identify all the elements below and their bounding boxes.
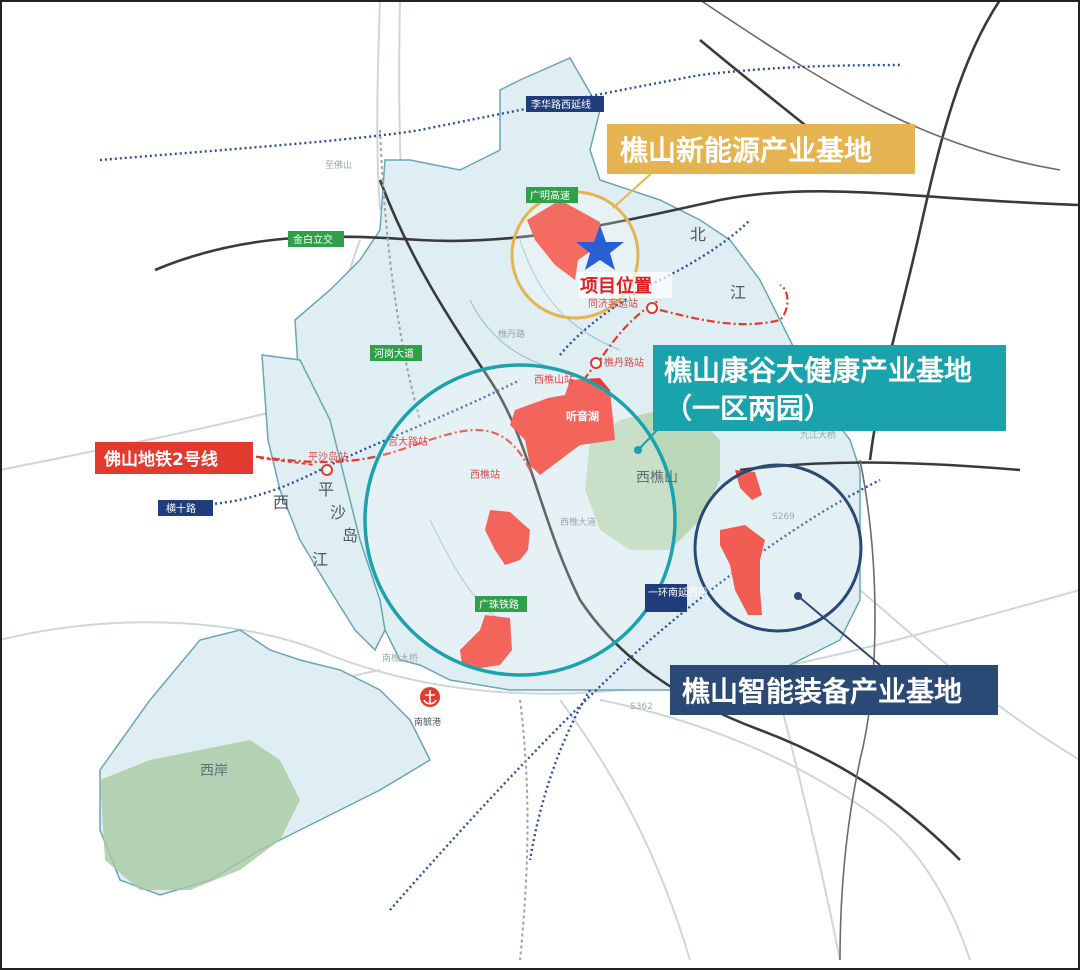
road-label-nanqiao: 南樵大桥 [382, 652, 418, 664]
station-gongda: 宫大路站 [388, 435, 428, 448]
callout-leaders [259, 169, 881, 666]
project-label: 项目位置 [580, 275, 652, 297]
road-label-foshan: 至佛山 [325, 159, 352, 171]
port-label: 南毓港 [414, 716, 441, 728]
place-xi: 西 [273, 493, 289, 512]
place-xiqiaoshan: 西樵山 [636, 470, 678, 486]
anchor-icon[interactable] [420, 687, 440, 707]
badge-guangzhu[interactable]: 广珠铁路 [475, 596, 527, 612]
west-bank-green [100, 740, 300, 890]
place-dao: 岛 [342, 526, 358, 545]
badge-lihua[interactable]: 李华路西延线 [526, 96, 604, 112]
station-xiqiao: 西樵站 [470, 468, 500, 481]
gray-rail [379, 129, 529, 961]
svg-text:佛山地铁2号线: 佛山地铁2号线 [103, 449, 218, 470]
metro-line-2 [239, 284, 789, 473]
project-label-bg [578, 272, 672, 298]
callout-health[interactable]: 樵山康谷大健康产业基地 （一区两园） [653, 345, 1006, 431]
svg-text:一环南延西段: 一环南延西段 [648, 586, 708, 599]
metro-stations [321, 302, 658, 476]
pingsha-island [261, 354, 386, 652]
place-sha: 沙 [330, 503, 346, 522]
xiqiaoshan-green [585, 410, 720, 550]
badge-jinbai[interactable]: 金白立交 [288, 231, 344, 247]
road-label-s269: S269 [772, 512, 795, 522]
place-ping: 平 [318, 480, 334, 499]
badge-yihuan[interactable]: 一环南延西段 [645, 584, 708, 612]
callout-equipment[interactable]: 樵山智能装备产业基地 [670, 665, 998, 715]
road-label-jiujiang: 九江大桥 [800, 429, 836, 441]
svg-text:樵山智能装备产业基地: 樵山智能装备产业基地 [682, 675, 962, 708]
svg-text:（一区两园）: （一区两园） [664, 392, 832, 425]
svg-text:河岗大道: 河岗大道 [374, 347, 414, 360]
place-xian: 西岸 [200, 763, 228, 779]
project-star-icon[interactable] [576, 225, 624, 270]
svg-text:广珠铁路: 广珠铁路 [479, 598, 519, 611]
badge-guangming[interactable]: 广明高速 [526, 187, 578, 203]
badge-hegang[interactable]: 河岗大道 [370, 345, 422, 361]
svg-text:金白立交: 金白立交 [293, 233, 333, 246]
place-jiang-north: 江 [730, 283, 746, 302]
svg-text:樵山康谷大健康产业基地: 樵山康谷大健康产业基地 [664, 354, 972, 387]
station-xiqiaoshan: 西樵山站 [534, 373, 574, 386]
road-label-xianxi: 西樵大道 [560, 516, 596, 528]
svg-text:广明高速: 广明高速 [530, 189, 570, 202]
station-pingsha: 平沙岛站 [308, 450, 348, 463]
badge-hengshi[interactable]: 横十路 [158, 500, 213, 516]
red-zones [460, 200, 765, 668]
station-qiaodan: 樵丹路站 [604, 356, 644, 369]
place-jiang-west: 江 [312, 550, 328, 569]
road-label-qiaodan: 樵丹路 [498, 328, 525, 340]
road-label-s362: S362 [630, 702, 653, 712]
secondary-highways [699, 0, 1061, 961]
callout-metro[interactable]: 佛山地铁2号线 [95, 442, 253, 474]
callout-new-energy[interactable]: 樵山新能源产业基地 [607, 124, 915, 174]
svg-text:樵山新能源产业基地: 樵山新能源产业基地 [620, 134, 872, 167]
station-tongke: 同济客运站 [588, 297, 638, 310]
svg-text:横十路: 横十路 [166, 502, 196, 515]
equipment-circle[interactable] [693, 463, 863, 633]
health-circle[interactable] [363, 363, 677, 677]
place-tingyinhu: 听音湖 [566, 409, 599, 423]
place-bei: 北 [690, 225, 706, 244]
svg-text:李华路西延线: 李华路西延线 [531, 98, 591, 111]
